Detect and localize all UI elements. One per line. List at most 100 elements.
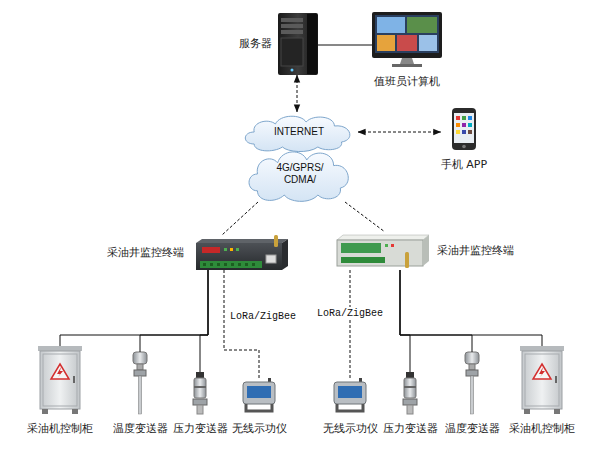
status-led bbox=[385, 244, 388, 247]
status-led bbox=[230, 248, 233, 251]
icon-slot bbox=[520, 346, 564, 414]
terminal-icon bbox=[337, 235, 429, 268]
terminal-screw bbox=[217, 263, 220, 266]
terminal-screw bbox=[203, 263, 206, 266]
dashed-link bbox=[350, 270, 351, 378]
wire-link bbox=[140, 270, 208, 352]
terminal-screw bbox=[245, 263, 248, 266]
app-icon bbox=[456, 116, 460, 120]
computer-icon bbox=[372, 12, 442, 67]
cabinet-node: 采油机控制柜 bbox=[27, 346, 93, 436]
app-icon bbox=[462, 116, 466, 120]
node-label: 值班员计算机 bbox=[374, 75, 440, 89]
terminal-screw bbox=[224, 263, 227, 266]
dynamometer-node: 无线示功仪 bbox=[323, 378, 378, 436]
antenna bbox=[274, 235, 278, 247]
icon-slot bbox=[191, 372, 209, 414]
server-icon bbox=[278, 13, 318, 75]
icon-slot bbox=[278, 13, 318, 75]
app-icon bbox=[456, 123, 460, 127]
screen-tile bbox=[397, 35, 417, 51]
screen-tile bbox=[407, 17, 437, 33]
dashed-link bbox=[358, 132, 441, 133]
icon-slot bbox=[401, 372, 419, 414]
connector-group bbox=[60, 45, 542, 378]
antenna bbox=[405, 252, 409, 268]
dynamometer-node: 无线示功仪 bbox=[232, 378, 287, 436]
terminal-body bbox=[196, 243, 282, 270]
status-led bbox=[224, 248, 227, 251]
link-label: LoRa/ZigBee bbox=[315, 307, 385, 320]
wire-link bbox=[400, 270, 542, 346]
status-led bbox=[391, 244, 394, 247]
terminal-icon bbox=[196, 235, 288, 270]
wire-link bbox=[400, 270, 472, 352]
terminal-body bbox=[337, 240, 423, 266]
phone-node: 手机 APP bbox=[441, 108, 487, 172]
temperature-node: 温度变送器 bbox=[113, 352, 168, 436]
terminal-strip bbox=[341, 257, 385, 263]
node-label: 压力变送器 bbox=[173, 422, 228, 436]
cabinet-icon bbox=[38, 346, 82, 414]
internet-cloud: INTERNET bbox=[240, 112, 358, 152]
dashed-link bbox=[222, 202, 258, 235]
pressure-icon bbox=[193, 372, 207, 414]
app-icon bbox=[456, 130, 460, 134]
icon-slot bbox=[464, 352, 480, 414]
node-label: 温度变送器 bbox=[445, 422, 500, 436]
node-label: 无线示功仪 bbox=[323, 422, 378, 436]
dynamometer-icon bbox=[334, 378, 366, 411]
terminal-side bbox=[423, 235, 429, 266]
screen-tile bbox=[377, 17, 405, 33]
ethernet-port bbox=[266, 255, 276, 263]
node-label: 采油机控制柜 bbox=[509, 422, 575, 436]
node-label: 温度变送器 bbox=[113, 422, 168, 436]
server-body bbox=[278, 13, 318, 75]
node-label: 压力变送器 bbox=[383, 422, 438, 436]
node-label: 手机 APP bbox=[441, 158, 487, 172]
phone-icon bbox=[452, 108, 476, 150]
drive-bay bbox=[281, 30, 303, 34]
terminal-strip bbox=[200, 261, 262, 268]
icon-slot bbox=[372, 12, 442, 67]
link-label: LoRa/ZigBee bbox=[228, 310, 298, 323]
home-button bbox=[462, 145, 466, 149]
cloud-outline bbox=[245, 116, 350, 151]
terminal-screw bbox=[252, 263, 255, 266]
screen-tile bbox=[377, 35, 395, 51]
terminal-panel bbox=[341, 243, 381, 253]
cabinet-node: 采油机控制柜 bbox=[509, 346, 575, 436]
dashed-link bbox=[297, 75, 298, 112]
server-side bbox=[307, 14, 317, 74]
pressure-icon bbox=[403, 372, 417, 414]
icon-slot bbox=[335, 232, 431, 270]
node-label: 采油井监控终端 bbox=[437, 244, 514, 258]
temperature-node: 温度变送器 bbox=[445, 352, 500, 436]
terminal-screw bbox=[238, 263, 241, 266]
cloud-outline bbox=[249, 152, 348, 201]
app-icon bbox=[468, 130, 472, 134]
temperature-icon bbox=[465, 352, 479, 414]
node-label: 无线示功仪 bbox=[232, 422, 287, 436]
terminal-node: 采油井监控终端 bbox=[107, 235, 290, 270]
temperature-icon bbox=[133, 352, 147, 414]
terminal-screw bbox=[210, 263, 213, 266]
node-label: 采油井监控终端 bbox=[107, 246, 184, 260]
terminal-side bbox=[282, 239, 288, 270]
pressure-node: 压力变送器 bbox=[383, 372, 438, 436]
icon-slot bbox=[240, 378, 278, 414]
node-label: 采油机控制柜 bbox=[27, 422, 93, 436]
icon-slot bbox=[38, 346, 82, 414]
terminal-node: 采油井监控终端 bbox=[335, 232, 514, 270]
monitor-stand bbox=[400, 58, 414, 64]
status-led bbox=[236, 248, 239, 251]
network-cloud: 4G/GPRS/ CDMA/ bbox=[244, 146, 356, 202]
node-label: 4G/GPRS/ CDMA/ bbox=[271, 162, 329, 186]
screen-tile bbox=[419, 35, 437, 51]
app-icon bbox=[462, 130, 466, 134]
dashed-link bbox=[224, 270, 259, 378]
server-grill bbox=[281, 38, 303, 66]
node-label: INTERNET bbox=[264, 126, 334, 138]
